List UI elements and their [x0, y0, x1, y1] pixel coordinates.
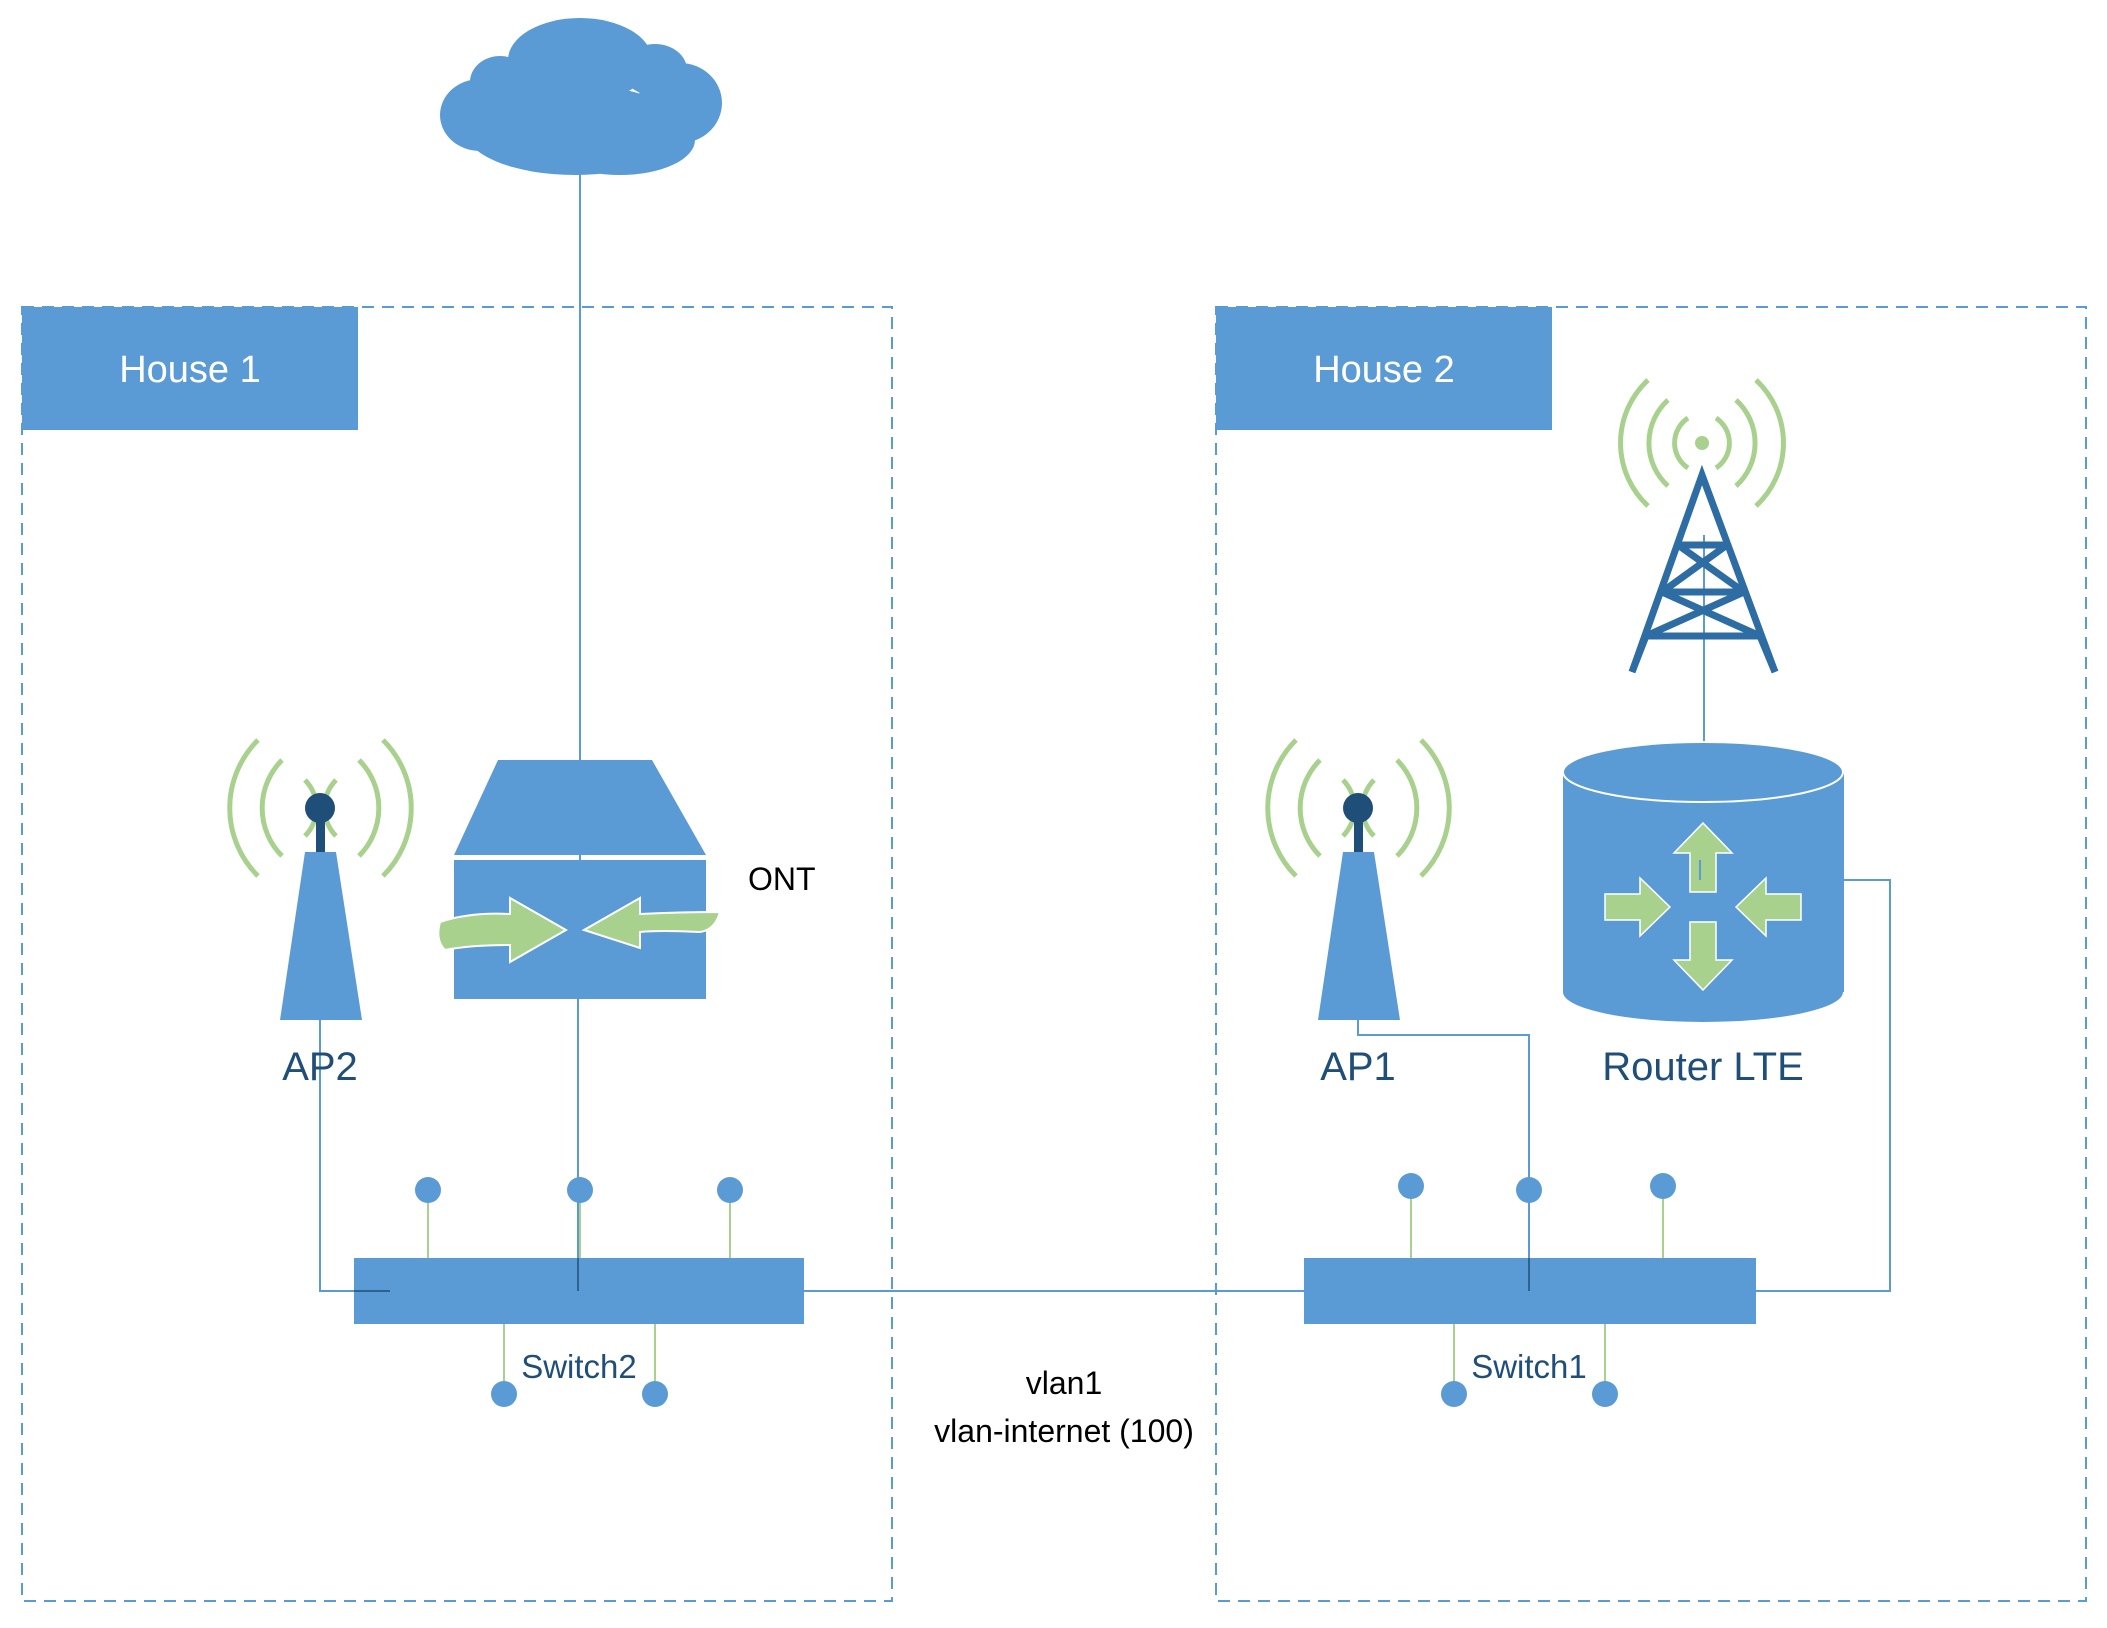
vlan-annotation: vlan1 vlan-internet (100) [934, 1365, 1194, 1449]
router-icon [1562, 741, 1844, 1022]
switch-icon [1304, 1173, 1756, 1407]
house-1-container: House 1 [21, 306, 893, 1602]
ont-device: ONT [437, 760, 816, 999]
ap1-device: AP1 [1265, 738, 1452, 1089]
cloud-icon [440, 18, 722, 175]
ont-label: ONT [748, 861, 816, 897]
switch2-label: Switch2 [521, 1348, 637, 1385]
ap2-device: AP2 [227, 738, 414, 1089]
connections [319, 105, 1891, 1292]
ap1-label: AP1 [1320, 1045, 1396, 1089]
vlan-label-2: vlan-internet (100) [934, 1413, 1194, 1449]
router-lte-device: Router LTE [1562, 741, 1844, 1089]
ap2-label: AP2 [282, 1045, 358, 1089]
house-1-boundary [21, 306, 893, 1602]
house-2-container: House 2 [1215, 306, 2087, 1602]
vlan-label-1: vlan1 [1026, 1365, 1103, 1401]
house-1-label: House 1 [119, 349, 261, 391]
cell-tower-icon [1618, 378, 1786, 674]
wireless-access-point-icon [227, 738, 414, 1020]
overlay-links [354, 860, 1701, 1292]
router-lte-label: Router LTE [1602, 1045, 1804, 1089]
switch-icon [354, 1177, 804, 1407]
house-2-label: House 2 [1313, 349, 1455, 391]
house-2-boundary [1215, 306, 2087, 1602]
switch1-device: Switch1 [1304, 1173, 1756, 1407]
house-2-header [1216, 307, 1552, 430]
wireless-access-point-icon [1265, 738, 1452, 1020]
house-1-header [22, 307, 358, 430]
switch1-label: Switch1 [1471, 1348, 1587, 1385]
switch2-device: Switch2 [354, 1177, 804, 1407]
